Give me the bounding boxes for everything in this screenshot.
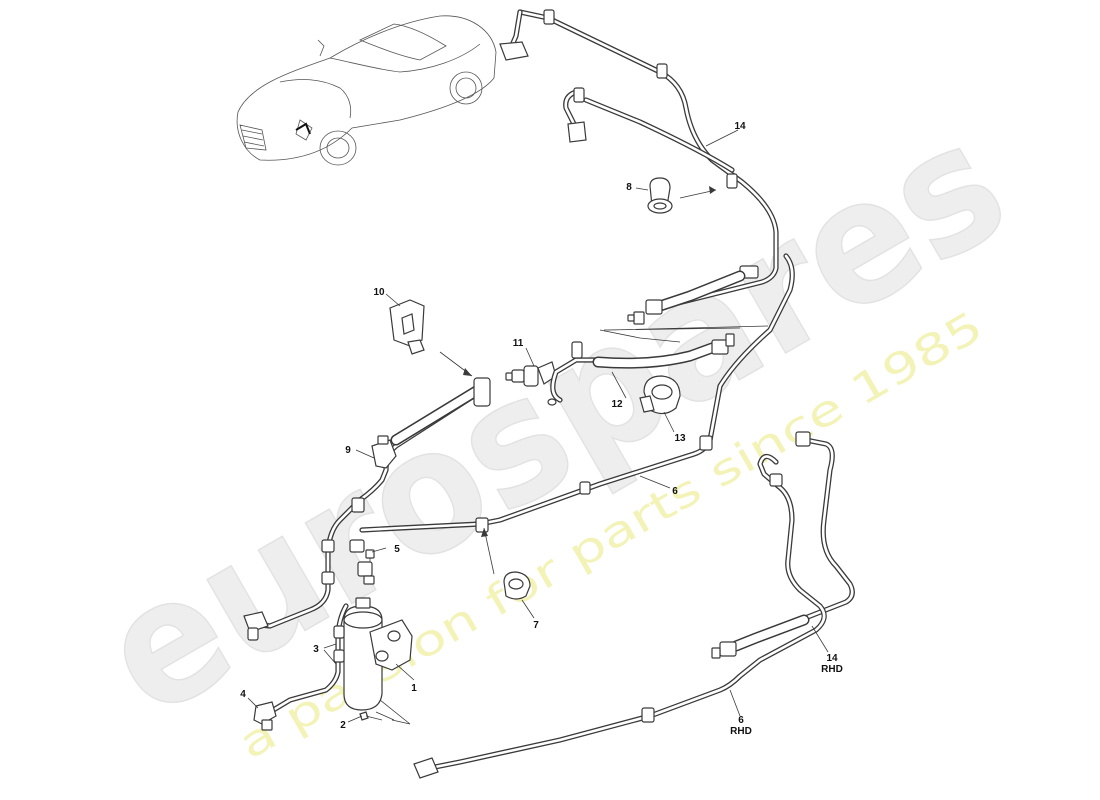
clip-7 — [481, 527, 531, 600]
callout-11: 11 — [513, 338, 524, 349]
callout-8: 8 — [626, 182, 632, 193]
callout-6-rhd-number: 6 — [738, 715, 744, 726]
pipe-9-assembly — [243, 377, 491, 641]
vehicle-locator-illustration — [236, 15, 497, 166]
callout-3: 3 — [313, 644, 319, 655]
callout-5: 5 — [394, 544, 400, 555]
callout-13: 13 — [674, 433, 686, 444]
hose-12 — [547, 325, 769, 406]
callout-14: 14 — [734, 121, 746, 132]
callout-6: 6 — [672, 486, 678, 497]
bolt-2 — [359, 711, 383, 721]
callout-labels: 1 2 3 4 5 6 7 8 9 10 11 12 13 14 14 RHD … — [240, 121, 843, 737]
callout-10: 10 — [373, 287, 385, 298]
pipe-14 — [499, 9, 779, 325]
watermark: eurospares a passion for parts since 198… — [71, 83, 1038, 768]
pipe-6 — [359, 253, 795, 533]
callout-12: 12 — [611, 399, 623, 410]
clip-13 — [639, 375, 681, 415]
callout-6-rhd-note: RHD — [730, 726, 752, 737]
hose-3 — [267, 603, 349, 715]
callout-9: 9 — [345, 445, 351, 456]
pipe-14-rhd — [711, 431, 855, 659]
callout-14-rhd-number: 14 — [826, 653, 838, 664]
callout-1: 1 — [411, 683, 417, 694]
bracket-10 — [389, 299, 473, 377]
clip-8 — [647, 177, 717, 214]
upper-branch-pipe — [563, 87, 735, 173]
leader-lines — [247, 129, 829, 723]
watermark-logo: eurospares — [72, 84, 1037, 755]
pipe-6-rhd — [413, 453, 827, 779]
callout-14-rhd-note: RHD — [821, 664, 843, 675]
callout-7: 7 — [533, 620, 539, 631]
callout-2: 2 — [340, 720, 346, 731]
fitting-5 — [349, 539, 375, 585]
receiver-drier-1 — [343, 597, 413, 725]
callout-4: 4 — [240, 689, 246, 700]
fitting-4 — [253, 701, 277, 731]
